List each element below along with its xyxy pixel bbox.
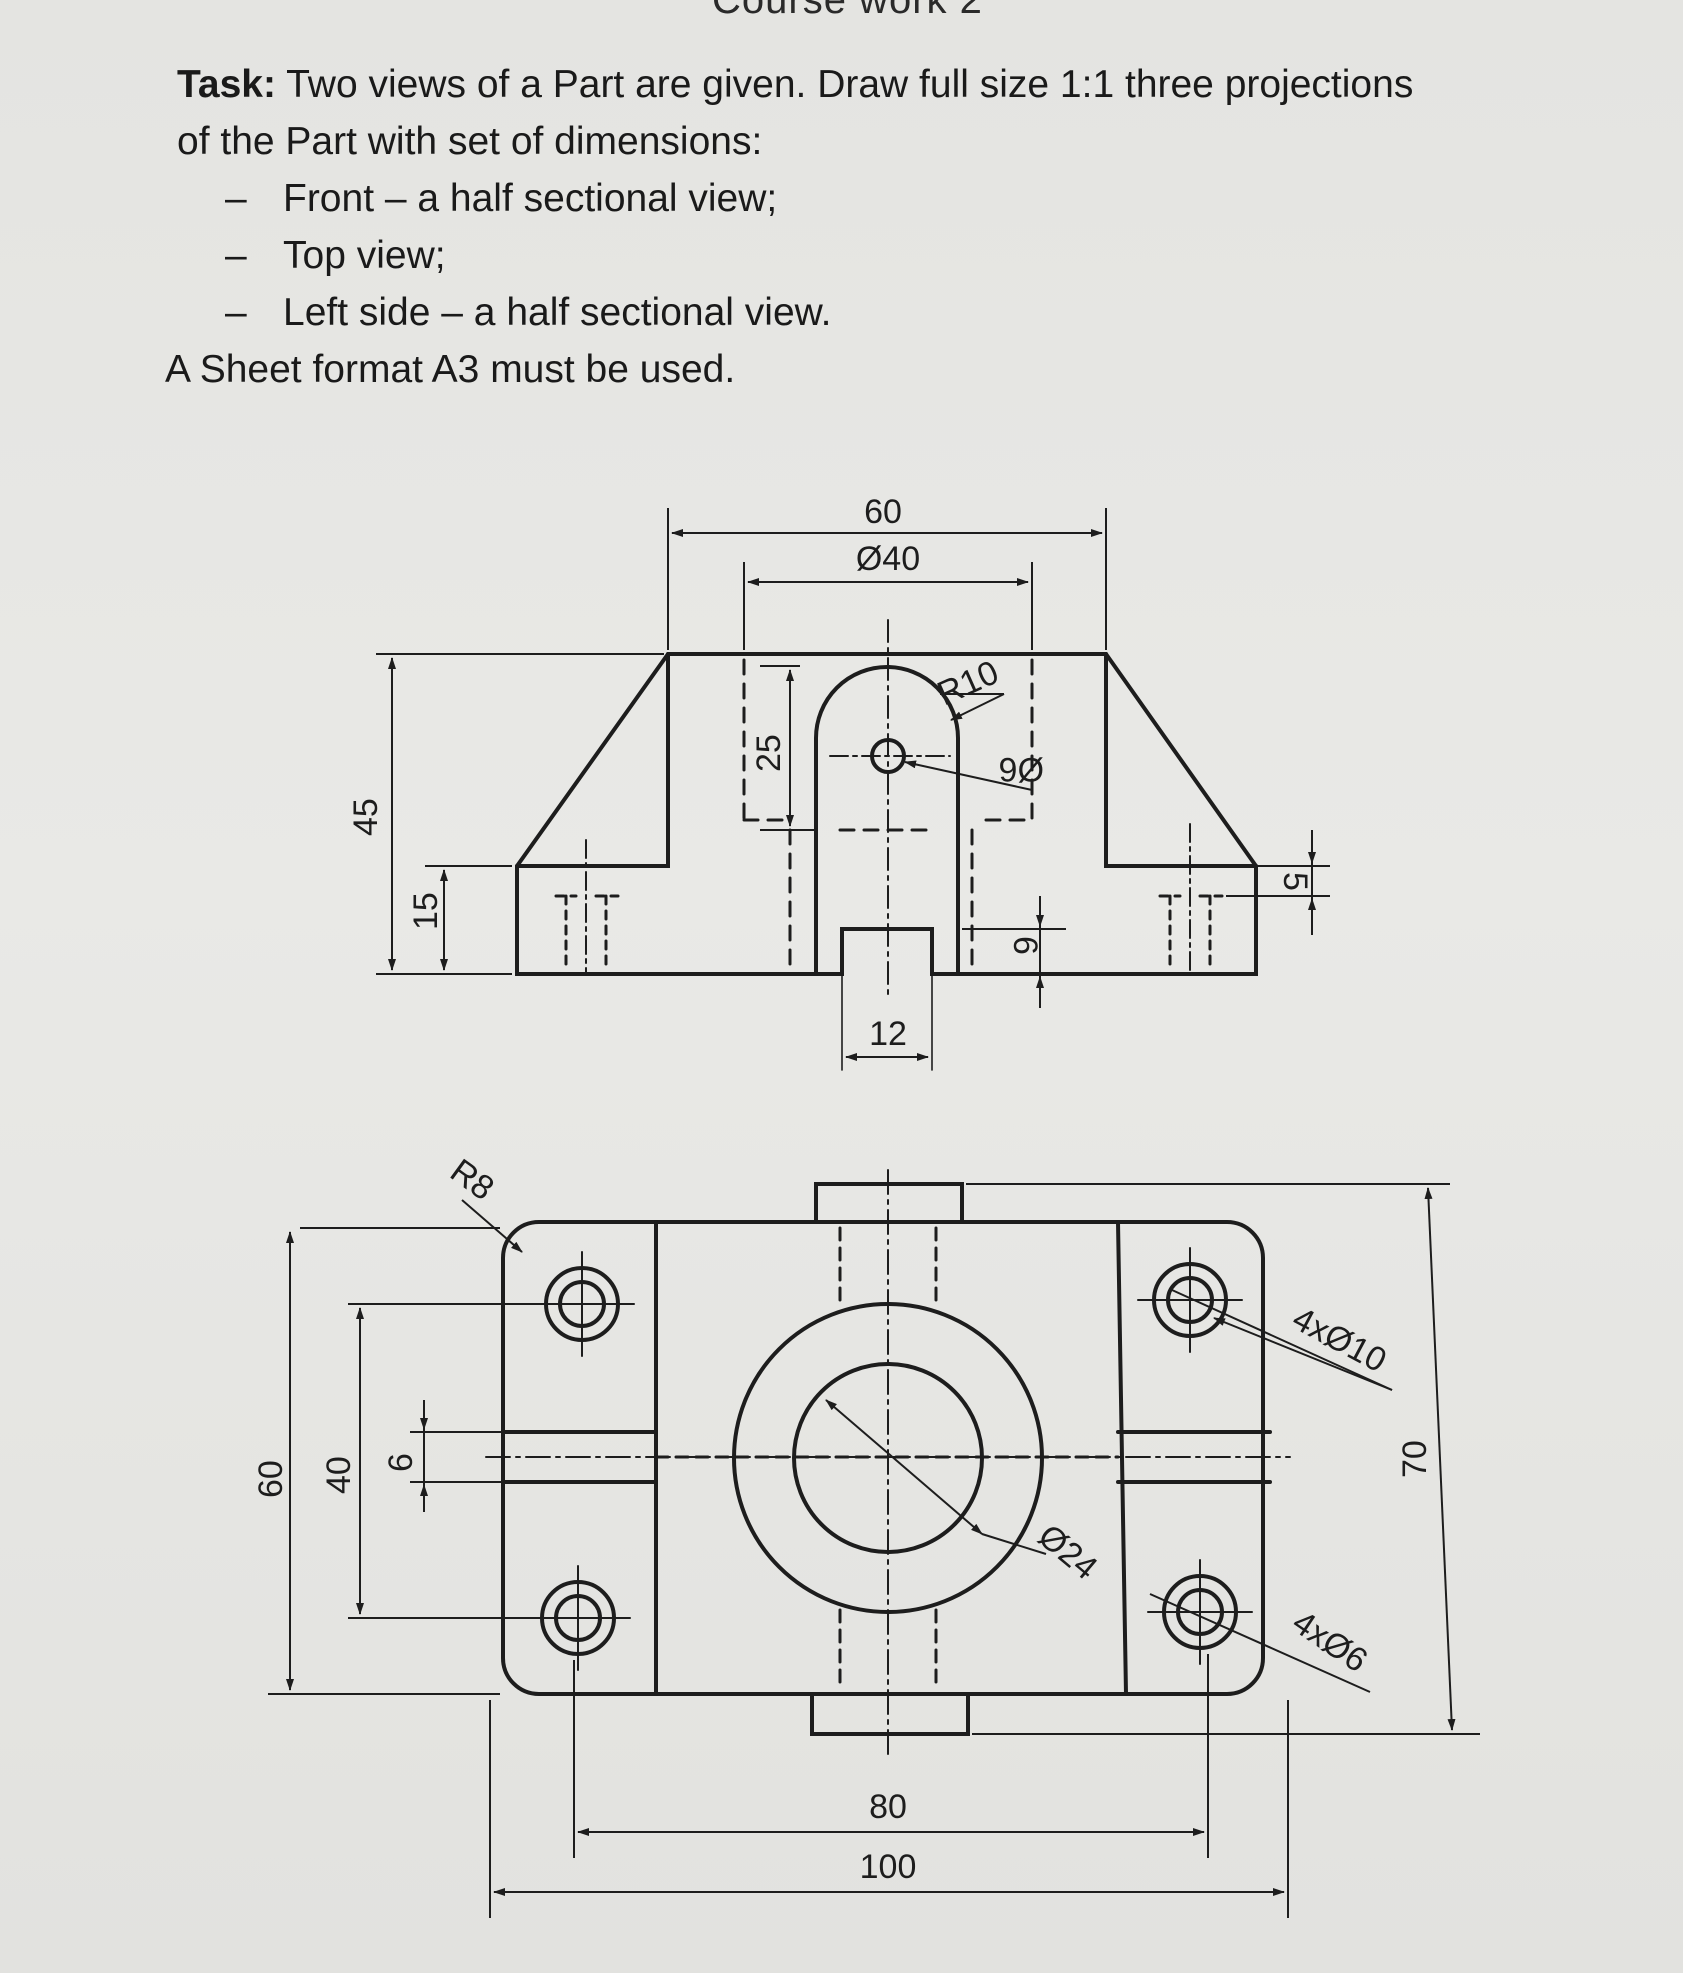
dim-top-4x6: 4xØ6 <box>1286 1603 1375 1680</box>
top-lug-lower <box>810 1692 970 1736</box>
dim-front-12: 12 <box>869 1015 907 1053</box>
task-description: Task: Two views of a Part are given. Dra… <box>165 56 1577 398</box>
front-hidden-bore <box>742 658 1034 972</box>
leader-r10 <box>950 693 1005 721</box>
front-dimensions <box>376 508 1330 1061</box>
task-item-left: –Left side – a half sectional view. <box>225 291 832 334</box>
dim-top-80: 80 <box>869 1788 907 1826</box>
leader-4x10 <box>1213 1317 1393 1391</box>
hole-top-left <box>529 1251 635 1357</box>
task-sheet-format: A Sheet format A3 must be used. <box>165 348 736 391</box>
top-view <box>485 1169 1291 1761</box>
task-line-2: of the Part with set of dimensions: <box>177 120 763 163</box>
front-left-wedge <box>515 652 670 868</box>
front-view <box>515 619 1258 1071</box>
dim-top-d24: Ø24 <box>1031 1517 1105 1587</box>
dim-front-5: 5 <box>1276 872 1314 891</box>
leader-d6 <box>904 760 1033 791</box>
leader-4x10-arrow <box>1171 1289 1393 1391</box>
dim-front-15: 15 <box>407 892 445 930</box>
leader-4x6 <box>1149 1593 1371 1693</box>
dim-top-60: 60 <box>252 1460 290 1498</box>
dim-front-d40: Ø40 <box>856 540 920 578</box>
dim-front-d6: Ø6 <box>999 750 1044 788</box>
hole-bottom-left <box>525 1565 631 1671</box>
top-slots <box>501 1430 1272 1484</box>
front-outline <box>515 652 1258 976</box>
task-intro: Two views of a Part are given. Draw full… <box>286 63 1414 106</box>
dimline-70 <box>1424 1187 1456 1731</box>
leader-d24 <box>825 1399 983 1535</box>
front-hidden-holes <box>554 894 1224 972</box>
front-right-wedge <box>1104 652 1258 868</box>
hole-bottom-right <box>1147 1559 1253 1665</box>
task-item-top: –Top view; <box>225 234 446 277</box>
dim-top-40: 40 <box>320 1456 358 1494</box>
task-label: Task: <box>177 63 276 106</box>
dim-front-25: 25 <box>750 734 788 772</box>
dim-front-r10: R10 <box>932 653 1004 713</box>
dim-top-100: 100 <box>860 1848 917 1886</box>
dim-front-6: 6 <box>1006 936 1044 955</box>
leader-r8 <box>461 1199 523 1253</box>
dim-top-70: 70 <box>1396 1440 1434 1478</box>
leader-d24-tail <box>981 1533 1047 1555</box>
dim-front-60: 60 <box>864 493 902 531</box>
dim-top-6: 6 <box>382 1453 420 1472</box>
top-dimensions <box>268 1183 1480 1918</box>
top-body-right <box>1116 1220 1128 1696</box>
page-heading: Course work 2 <box>712 0 983 22</box>
dim-top-r8: R8 <box>443 1152 501 1208</box>
task-line-1: Task: Two views of a Part are given. Dra… <box>177 56 1577 113</box>
hole-top-right <box>1137 1247 1243 1353</box>
task-item-front: –Front – a half sectional view; <box>225 177 778 220</box>
dim-front-45: 45 <box>347 798 385 836</box>
